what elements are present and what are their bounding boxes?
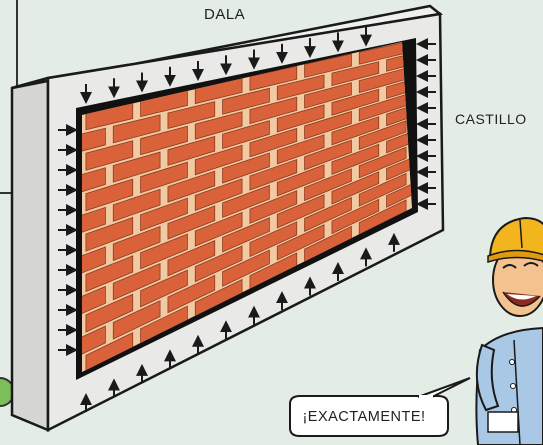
speech-bubble-tail [418,378,470,397]
brick [441,81,488,107]
brick [441,126,488,156]
speech-bubble-text: ¡EXACTAMENTE! [289,409,439,425]
brick [441,35,488,57]
brick [441,58,488,82]
wall-side-face [12,78,48,430]
brick [441,149,488,181]
top-beam-label: DALA [204,6,245,23]
column-label: CASTILLO [455,111,527,127]
worker-character [476,218,543,445]
